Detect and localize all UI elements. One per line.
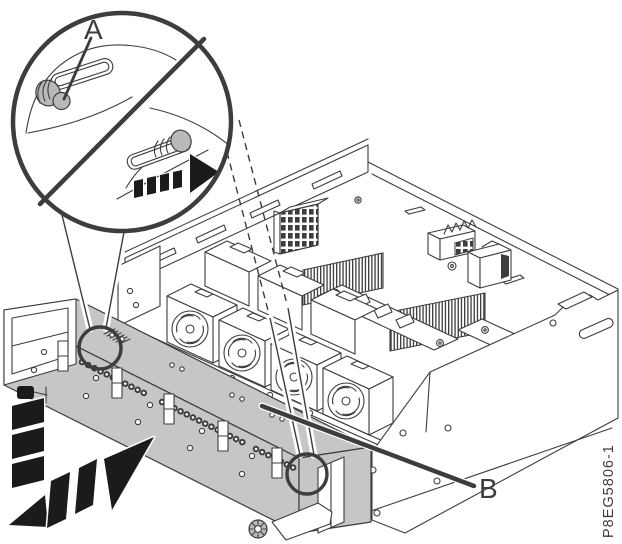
latch-highlight-circle-right (285, 452, 329, 496)
callout-b-label: B (479, 473, 498, 504)
cover-release-knob (17, 386, 48, 404)
latch-detail-pulled (116, 107, 231, 200)
callout-a: A (62, 14, 103, 101)
inset-projection-lines (58, 119, 318, 459)
matrix-connector (273, 197, 329, 255)
plunger-knob (52, 91, 71, 111)
latch-highlight-circle-left (77, 325, 123, 371)
cover-thumbscrew (248, 502, 333, 541)
io-connector (467, 240, 512, 289)
latch-detail-rest (25, 44, 177, 134)
chassis-left-bracket (117, 245, 161, 327)
board-screw-center (450, 264, 454, 268)
install-direction-arrow (45, 435, 156, 530)
inset-detail-circle: A (10, 10, 234, 234)
fan-module-4 (322, 355, 394, 436)
inset-divider (37, 36, 207, 207)
latch-slide-arrow-icon (133, 153, 220, 199)
release-arrow (7, 396, 50, 529)
callout-a-label: A (84, 14, 103, 45)
cover-rivets (30, 332, 285, 478)
cover-hook-tabs (57, 340, 283, 479)
plunger-knob-pulled (170, 129, 192, 153)
callout-b: B (258, 402, 498, 504)
power-connector (427, 219, 477, 261)
part-number-label: P8EG5806-1 (601, 444, 617, 538)
inset-ring (10, 10, 234, 234)
